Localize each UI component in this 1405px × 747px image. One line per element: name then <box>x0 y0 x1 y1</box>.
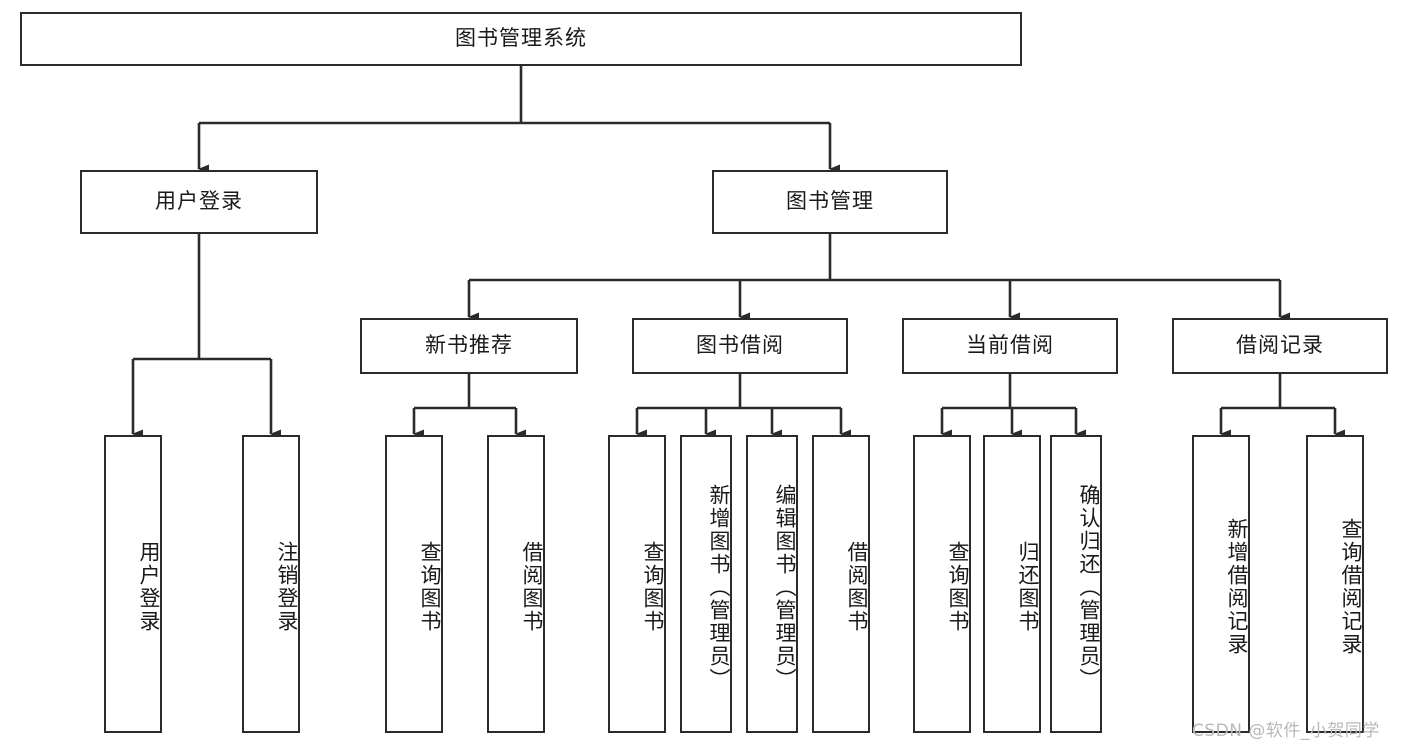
node-l-re-add: 新增借阅记录 <box>1192 435 1250 733</box>
node-l-cu-return: 归还图书 <box>983 435 1041 733</box>
node-label: 查询图书 <box>946 541 970 633</box>
node-l-login: 用户登录 <box>104 435 162 733</box>
node-label: 图书管理 <box>786 189 874 214</box>
node-current: 当前借阅 <box>902 318 1118 374</box>
node-bookmgmt: 图书管理 <box>712 170 948 234</box>
node-label: 新书推荐 <box>425 333 513 358</box>
node-label: 归还图书 <box>1016 541 1040 633</box>
node-l-bo-query: 查询图书 <box>608 435 666 733</box>
node-label: 借阅图书 <box>520 541 544 633</box>
node-borrow: 图书借阅 <box>632 318 848 374</box>
node-l-nb-borrow: 借阅图书 <box>487 435 545 733</box>
node-label: 用户登录 <box>155 189 243 214</box>
node-l-bo-add: 新增图书（管理员） <box>680 435 732 733</box>
watermark-text: CSDN @软件_小贺同学 <box>1192 721 1380 741</box>
node-label: 图书管理系统 <box>455 26 587 51</box>
node-l-bo-borrow: 借阅图书 <box>812 435 870 733</box>
node-label: 查询图书 <box>418 541 442 633</box>
node-l-bo-edit: 编辑图书（管理员） <box>746 435 798 733</box>
node-newbook: 新书推荐 <box>360 318 578 374</box>
node-l-nb-query: 查询图书 <box>385 435 443 733</box>
node-label: 编辑图书（管理员） <box>773 483 797 691</box>
node-label: 借阅图书 <box>845 541 869 633</box>
node-root: 图书管理系统 <box>20 12 1022 66</box>
node-label: 查询图书 <box>641 541 665 633</box>
node-login: 用户登录 <box>80 170 318 234</box>
node-l-cu-confirm: 确认归还（管理员） <box>1050 435 1102 733</box>
node-label: 新增图书（管理员） <box>707 483 731 691</box>
node-label: 当前借阅 <box>966 333 1054 358</box>
node-label: 注销登录 <box>275 541 299 633</box>
node-label: 图书借阅 <box>696 333 784 358</box>
node-label: 用户登录 <box>137 541 161 633</box>
node-records: 借阅记录 <box>1172 318 1388 374</box>
node-label: 确认归还（管理员） <box>1077 483 1101 691</box>
node-l-re-query: 查询借阅记录 <box>1306 435 1364 733</box>
node-label: 借阅记录 <box>1236 333 1324 358</box>
node-label: 新增借阅记录 <box>1225 518 1249 656</box>
node-l-logout: 注销登录 <box>242 435 300 733</box>
node-l-cu-query: 查询图书 <box>913 435 971 733</box>
node-label: 查询借阅记录 <box>1339 518 1363 656</box>
